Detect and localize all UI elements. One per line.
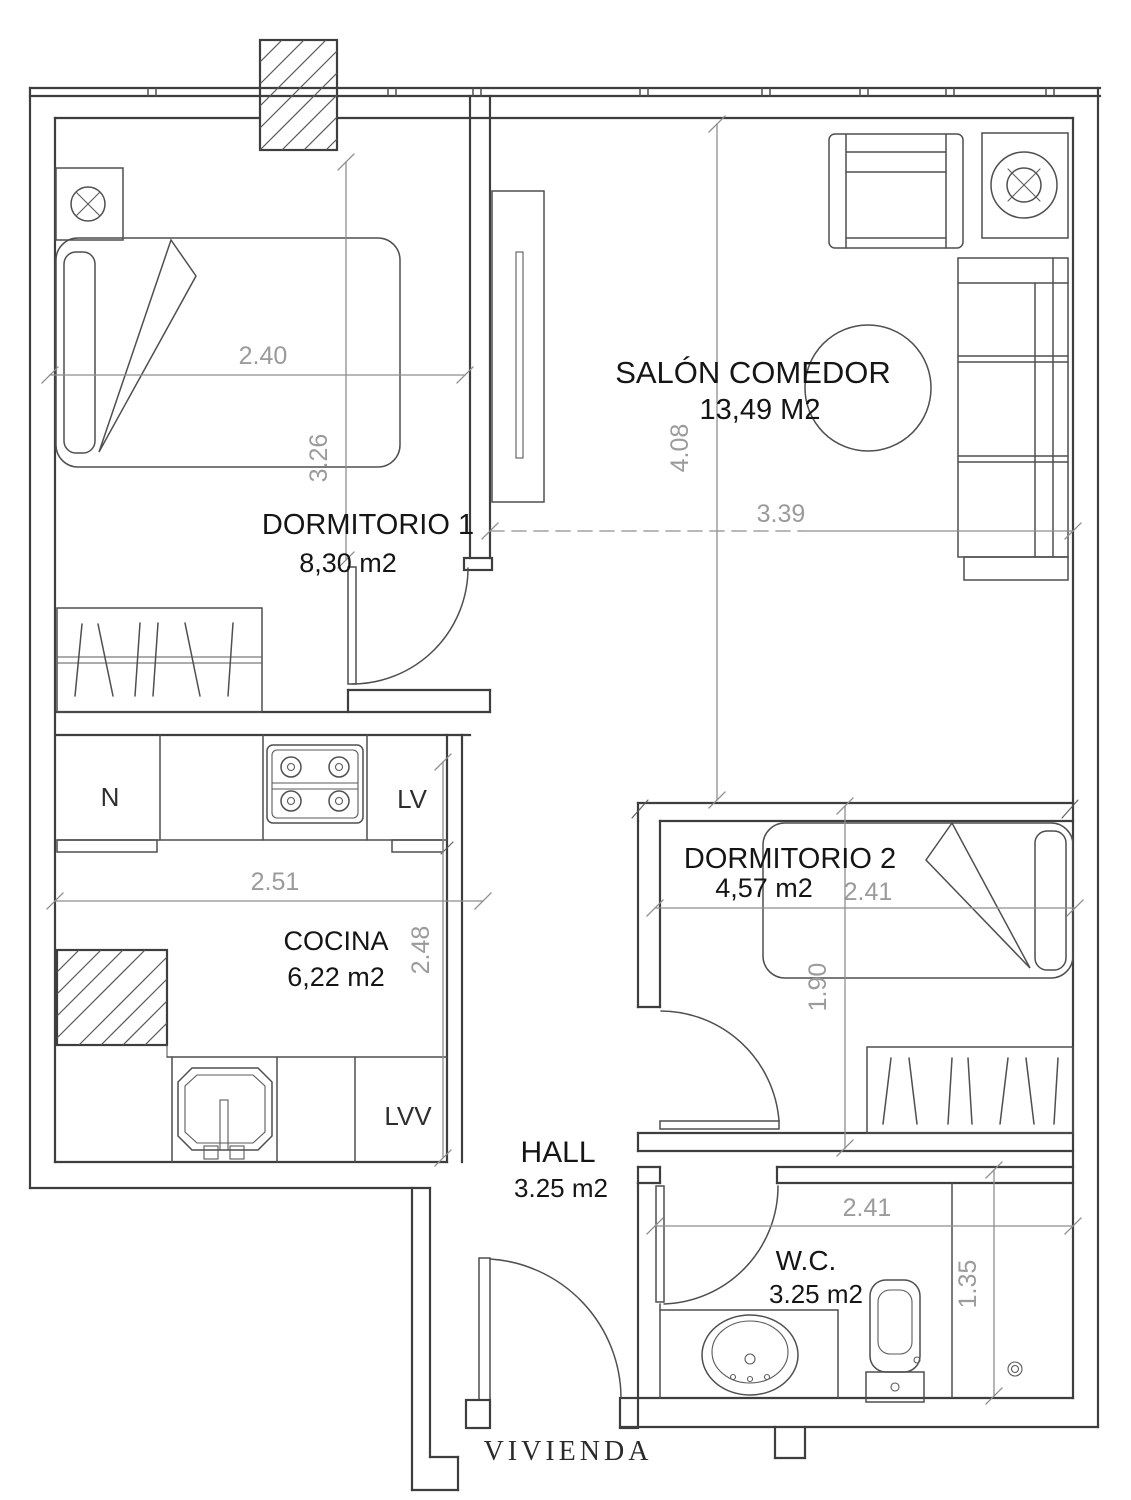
salon-lamp-table — [981, 132, 1069, 239]
dimension-dorm2-width: 2.41 — [646, 878, 1084, 917]
kitchen-counter-bottom — [166, 1056, 448, 1163]
dimension-dorm1-width: 2.40 — [41, 342, 474, 384]
label-wc-name: W.C. — [776, 1245, 837, 1276]
label-dorm1-name: DORMITORIO 1 — [262, 509, 474, 541]
dim-label-salon-width: 3.39 — [757, 500, 806, 528]
wc-door — [655, 1185, 779, 1305]
dorm1-nightstand — [55, 167, 124, 241]
dorm1-furniture — [55, 167, 401, 713]
dimension-salon-width: 3.39 — [481, 500, 1082, 540]
dimension-cocina-width: 2.51 — [46, 868, 492, 910]
dim-label-cocina-width: 2.51 — [251, 868, 300, 896]
label-washer: LVV — [384, 1101, 432, 1131]
label-wc-area: 3.25 m2 — [769, 1279, 863, 1309]
label-cocina-name: COCINA — [283, 926, 388, 956]
dorm1-door — [347, 566, 469, 685]
window-band — [28, 86, 1102, 120]
dorm2-furniture — [762, 821, 1074, 1134]
dorm1-bed — [55, 237, 401, 468]
faucet-icon — [203, 1099, 245, 1160]
dim-label-dorm2-depth: 1.90 — [804, 963, 832, 1012]
dorm2-bed — [762, 821, 1074, 979]
column-hatched-kitchen — [55, 948, 169, 1058]
hanger-icons — [882, 1057, 1059, 1125]
dimension-cocina-depth: 2.48 — [407, 753, 452, 1167]
wc-basin — [701, 1314, 799, 1396]
dorm2-wardrobe — [866, 1046, 1074, 1134]
label-hall-area: 3.25 m2 — [514, 1173, 608, 1203]
dimension-wc-width: 2.41 — [646, 1194, 1082, 1235]
hanger-icons — [74, 622, 234, 697]
dimension-dorm2-depth: 1.90 — [804, 797, 854, 1157]
plan-title: VIVIENDA — [484, 1436, 653, 1467]
burner-icons — [280, 756, 350, 812]
dorm1-closet — [56, 607, 263, 713]
kitchen-counter-top — [56, 734, 448, 853]
salon-sofa — [957, 257, 1069, 581]
exterior-walls — [28, 86, 1102, 1492]
dimension-salon-depth: 4.08 — [666, 115, 726, 809]
dim-label-dorm2-width: 2.41 — [844, 878, 893, 906]
salon-furniture — [804, 132, 1069, 581]
label-fridge: N — [101, 782, 120, 812]
drain-icon — [1007, 1361, 1023, 1377]
dim-label-wc-depth: 1.35 — [954, 1260, 982, 1309]
bottom-step-notch — [773, 1425, 807, 1460]
label-dorm2-area: 4,57 m2 — [715, 873, 813, 903]
entry-west-wall — [410, 1186, 460, 1492]
label-cocina-area: 6,22 m2 — [287, 962, 385, 992]
pocket-door-partition — [462, 94, 545, 572]
dim-label-dorm1-depth: 3.26 — [305, 434, 333, 483]
dimensions: 2.40 3.26 4.08 3.39 2.51 — [41, 115, 1084, 1405]
kitchen-sink — [177, 1067, 273, 1160]
salon-armchair — [828, 133, 964, 249]
salon-round-table — [804, 324, 932, 452]
column-hatched-top — [258, 38, 339, 152]
toilet-icon — [865, 1279, 925, 1403]
label-salon-name: SALÓN COMEDOR — [615, 355, 891, 390]
doors — [347, 566, 780, 1430]
ceiling-lamp-icon — [990, 151, 1058, 219]
dim-label-dorm1-width: 2.40 — [239, 342, 288, 370]
wc-fixtures — [659, 1279, 1023, 1403]
dimension-wc-depth: 1.35 — [954, 1161, 1003, 1405]
label-dorm2-name: DORMITORIO 2 — [684, 843, 896, 875]
ceiling-lamp-icon — [70, 186, 106, 222]
dorm2-door — [659, 1010, 780, 1130]
label-dorm1-area: 8,30 m2 — [299, 548, 397, 578]
window-mullions — [147, 87, 1055, 97]
wc-sink-counter — [659, 1303, 839, 1399]
stove — [266, 744, 364, 824]
label-salon-area: 13,49 M2 — [700, 394, 821, 426]
dimension-dorm1-depth: 3.26 — [305, 153, 355, 569]
dim-label-salon-depth: 4.08 — [666, 424, 694, 473]
dim-label-wc-width: 2.41 — [843, 1194, 892, 1222]
dim-label-cocina-depth: 2.48 — [407, 926, 435, 975]
label-dishwasher: LV — [397, 784, 428, 814]
entry-door — [464, 1257, 640, 1430]
kitchen — [56, 734, 454, 1163]
label-hall-name: HALL — [520, 1136, 595, 1169]
room-labels: SALÓN COMEDOR 13,49 M2 DORMITORIO 1 8,30… — [101, 355, 896, 1467]
